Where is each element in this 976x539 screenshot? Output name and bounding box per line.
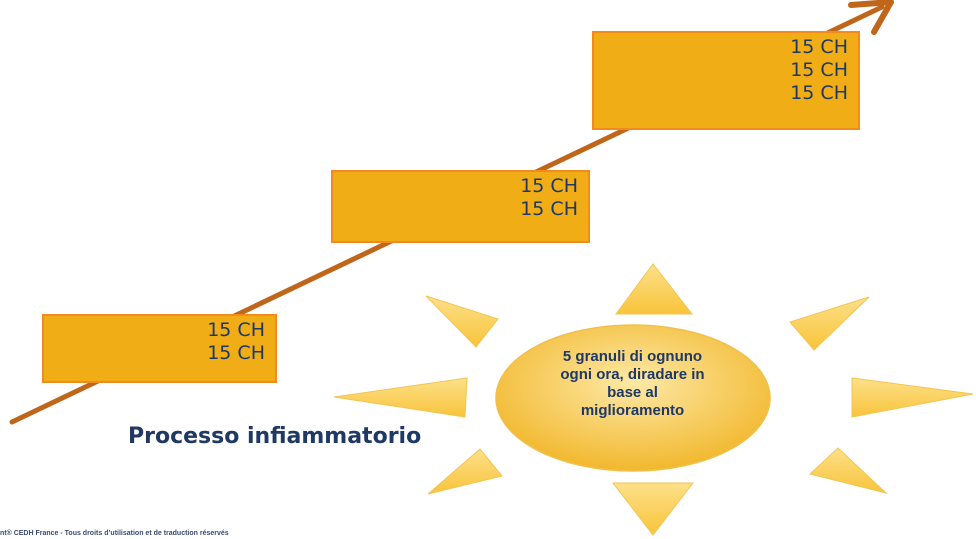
sun-ray-top-left [425, 295, 499, 348]
sun-text-line-3: base al [607, 384, 658, 401]
copyright-footer: nt® CEDH France - Tous droits d’utilisat… [0, 530, 229, 537]
sun-ray-bottom [611, 482, 695, 536]
sun-ray-top [615, 263, 694, 315]
sun-ray-right [851, 377, 974, 418]
step-2-line-1: 15 CH [520, 175, 578, 197]
step-box-2: 15 CH 15 CH [331, 170, 590, 243]
sun-icon [333, 263, 974, 536]
step-3-line-2: 15 CH [790, 59, 848, 81]
diagram-title: Processo infiammatorio [128, 424, 422, 449]
sun-ray-left [333, 377, 468, 418]
sun-text-line-1: 5 granuli di ognuno [562, 348, 703, 365]
sun-ray-top-right [789, 296, 870, 351]
step-2-line-2: 15 CH [520, 198, 578, 220]
sun-text-line-2: ogni ora, diradare in [560, 366, 705, 383]
step-1-line-1: 15 CH [207, 319, 265, 341]
step-box-1: 15 CH 15 CH [42, 314, 277, 383]
step-box-3: 15 CH 15 CH 15 CH [592, 31, 860, 130]
sun-center [495, 324, 771, 472]
sun-ray-bottom-right [808, 447, 888, 494]
step-3-line-3: 15 CH [790, 82, 848, 104]
step-1-line-2: 15 CH [207, 342, 265, 364]
sun-instruction-text: 5 granuli di ognuno ogni ora, diradare i… [545, 348, 720, 420]
step-3-line-1: 15 CH [790, 36, 848, 58]
sun-ray-bottom-left [427, 448, 503, 495]
sun-text-line-4: miglioramento [580, 402, 685, 419]
